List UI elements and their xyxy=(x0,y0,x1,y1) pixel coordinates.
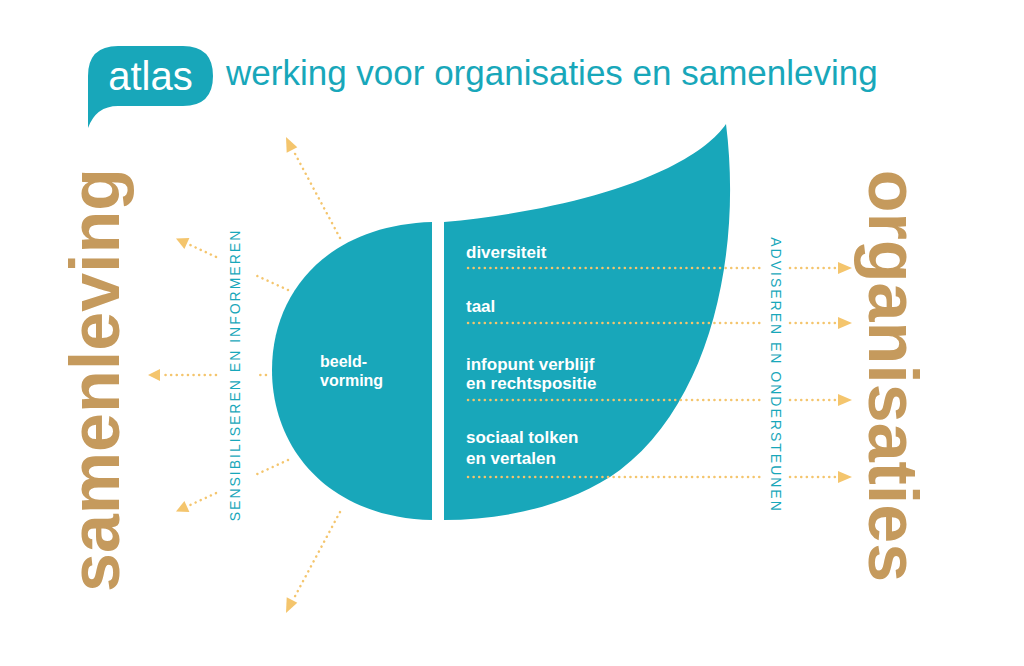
arrowhead xyxy=(838,394,852,406)
speech-bubble: atlas xyxy=(88,46,213,106)
topic-label: diversiteit xyxy=(466,242,666,263)
side-heading: samenleving xyxy=(55,168,136,592)
arrowhead xyxy=(838,262,852,274)
leaf-label: beeld- vorming xyxy=(320,352,400,390)
dotted-line xyxy=(188,493,216,506)
arrowhead xyxy=(148,369,160,381)
arrowhead xyxy=(838,471,852,483)
arrowhead xyxy=(286,597,297,613)
action-label: ADVISEREN EN ONDERSTEUNEN xyxy=(768,237,784,513)
dotted-line xyxy=(293,512,340,600)
arrowheads xyxy=(148,137,852,613)
bubble-shape xyxy=(88,46,213,128)
dotted-line xyxy=(790,322,838,325)
action-label: SENSIBILISEREN EN INFORMEREN xyxy=(227,229,243,522)
topic-band: infopunt verblijf en rechtspositie xyxy=(466,355,611,393)
topic-label: taal xyxy=(466,296,666,317)
dotted-line xyxy=(468,399,762,402)
topic-band: taal xyxy=(466,296,666,317)
dotted-line xyxy=(188,244,216,257)
dotted-line xyxy=(468,476,762,479)
dotted-arrows xyxy=(160,150,838,600)
dotted-line xyxy=(256,275,288,290)
topic-band: diversiteit xyxy=(466,242,666,263)
dotted-line xyxy=(468,267,762,270)
side-heading: organisaties xyxy=(853,170,934,582)
topic-band: sociaal tolken en vertalen xyxy=(466,427,601,469)
arrowhead xyxy=(176,238,189,249)
dotted-line xyxy=(790,476,838,479)
dotted-line xyxy=(468,322,762,325)
leaf-half: beeld- vorming xyxy=(272,222,432,520)
topic-label: sociaal tolken en vertalen xyxy=(466,427,601,469)
dotted-line xyxy=(160,374,216,377)
diagram-title: werking voor organisaties en samenleving xyxy=(226,52,878,94)
leaf-outline xyxy=(272,222,432,520)
logo-text: atlas xyxy=(108,52,193,100)
dotted-line xyxy=(790,399,838,402)
dotted-line xyxy=(256,460,288,475)
leaf-shape xyxy=(272,222,432,520)
dotted-line xyxy=(256,374,266,377)
topic-label: infopunt verblijf en rechtspositie xyxy=(466,355,611,393)
arrowhead xyxy=(838,317,852,329)
dotted-line xyxy=(790,267,838,270)
arrowhead xyxy=(176,501,189,512)
arrowhead xyxy=(286,137,297,153)
dotted-line xyxy=(293,150,340,238)
